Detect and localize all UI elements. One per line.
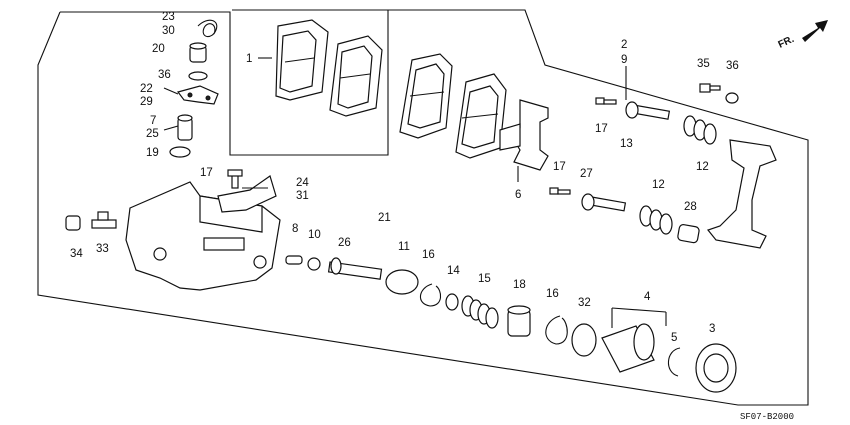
callout-4: 4	[644, 291, 651, 303]
callout-35: 35	[697, 58, 710, 70]
callout-2: 2	[621, 39, 627, 51]
callout-26: 26	[338, 237, 351, 249]
callout-21: 21	[378, 212, 391, 224]
circlip-16-left	[419, 283, 442, 307]
plate-11	[385, 269, 419, 295]
callout-1: 1	[246, 53, 252, 65]
leader-lines	[163, 57, 667, 328]
callout-10: 10	[308, 229, 321, 241]
front-direction-indicator: FR.	[777, 20, 828, 51]
bolt-35	[699, 83, 721, 93]
boot-12-mid	[639, 205, 673, 235]
cam-7	[177, 114, 193, 141]
brake-pads-group-2	[399, 53, 507, 159]
guide-pin-13	[625, 101, 671, 120]
nut-18	[507, 305, 531, 337]
bolt-17-caliper	[227, 169, 243, 189]
callout-17-caliper: 17	[200, 167, 213, 179]
callout-30: 30	[162, 25, 175, 37]
pin-8	[285, 255, 303, 265]
washer-14	[445, 293, 459, 311]
guide-pin-27	[581, 193, 627, 212]
piston-4	[601, 323, 655, 373]
callout-31: 31	[296, 190, 309, 202]
callout-12-mid: 12	[652, 179, 665, 191]
callout-22: 22	[140, 83, 153, 95]
callout-7: 7	[150, 115, 156, 127]
callout-23: 23	[162, 11, 175, 23]
callout-24: 24	[296, 177, 309, 189]
bolt-17-right-top	[595, 97, 617, 105]
spring-23	[197, 19, 218, 38]
svg-text:FR.: FR.	[777, 34, 796, 51]
callout-8: 8	[292, 223, 298, 235]
washer-36-right	[725, 92, 739, 104]
callout-17-right-mid: 17	[553, 161, 566, 173]
callout-16-left: 16	[422, 249, 435, 261]
lever-22	[176, 85, 219, 105]
pad-retainer-6	[499, 99, 549, 171]
seal-32	[571, 323, 597, 357]
washer-36-left	[188, 71, 208, 81]
bolt-17-right-mid	[549, 187, 571, 195]
ring-10	[307, 257, 321, 271]
callout-28: 28	[684, 201, 697, 213]
shaft-26	[327, 257, 383, 280]
callout-17-right-top: 17	[595, 123, 608, 135]
sleeve-28	[677, 224, 700, 244]
callouts: 1 2 9 3 4 5 6 7 25 8 10 11 12 12 13 14 1…	[70, 11, 739, 344]
callout-12-top: 12	[696, 161, 709, 173]
brake-pads-group-1	[275, 19, 383, 117]
callout-36-left: 36	[158, 69, 171, 81]
front-arrow-icon	[802, 20, 828, 42]
diagram-code: SF07-B2000	[740, 412, 794, 422]
bleeder-cap-34	[65, 215, 81, 231]
callout-15: 15	[478, 273, 491, 285]
bleeder-screw-33	[91, 211, 117, 229]
ring-5	[667, 347, 681, 377]
callout-19: 19	[146, 147, 159, 159]
callout-36-right: 36	[726, 60, 739, 72]
boot-12-top	[683, 115, 717, 145]
carrier-bracket-2	[706, 139, 777, 249]
seal-19	[169, 146, 191, 158]
callout-3: 3	[709, 323, 715, 335]
callout-11: 11	[398, 241, 410, 253]
callout-32: 32	[578, 297, 591, 309]
callout-29: 29	[140, 96, 153, 108]
callout-33: 33	[96, 243, 109, 255]
callout-13: 13	[620, 138, 633, 150]
callout-27: 27	[580, 168, 593, 180]
spring-15	[461, 295, 499, 329]
callout-18: 18	[513, 279, 526, 291]
bracket-24	[217, 175, 277, 213]
callout-14: 14	[447, 265, 460, 277]
assembly-boundary	[37, 9, 809, 406]
callout-20: 20	[152, 43, 165, 55]
callout-6: 6	[515, 189, 521, 201]
callout-16-right: 16	[546, 288, 559, 300]
boot-3	[695, 343, 737, 393]
callout-25: 25	[146, 128, 159, 140]
callout-9: 9	[621, 54, 627, 66]
sleeve-20	[189, 42, 207, 63]
callout-5: 5	[671, 332, 677, 344]
callout-34: 34	[70, 248, 83, 260]
circlip-16-right	[545, 315, 568, 345]
